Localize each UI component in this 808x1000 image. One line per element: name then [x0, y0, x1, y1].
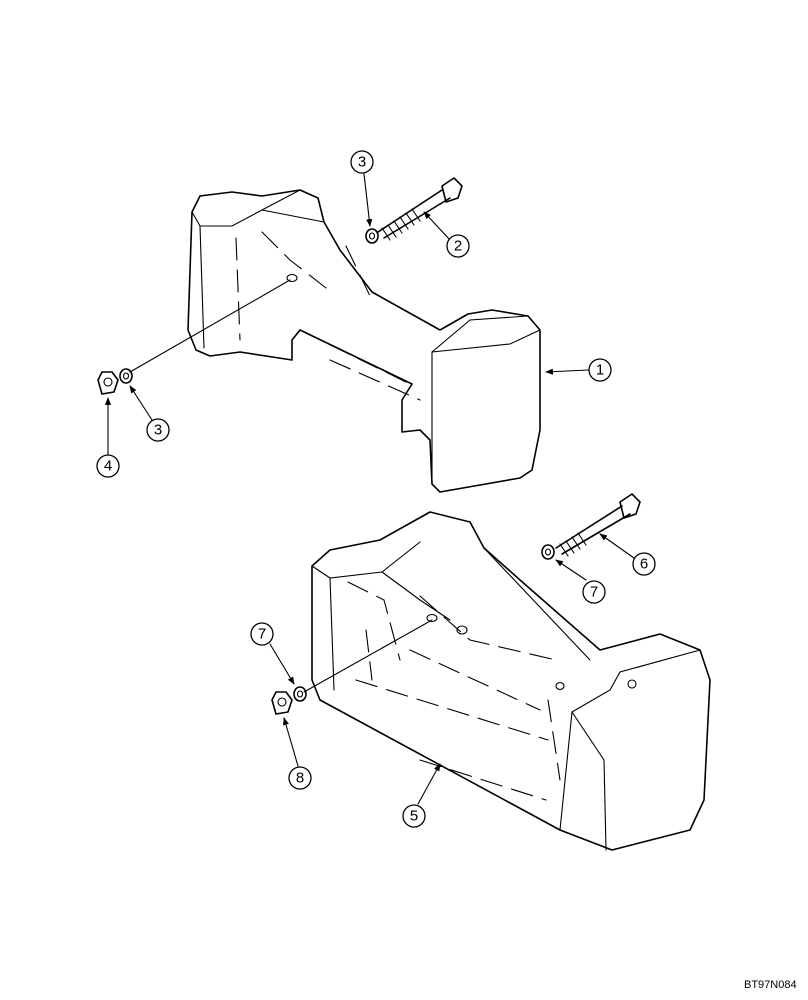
- hardware-upper: [97, 177, 463, 395]
- callout-circle-2: [446, 234, 470, 258]
- counterweight-upper: [187, 189, 541, 493]
- callout-label-7-left: 7: [258, 626, 266, 643]
- hardware-lower: [271, 493, 641, 715]
- callouts: 3 2 1 3 4 6 7 7 8 5: [96, 150, 656, 828]
- callout-label-5: 5: [410, 808, 418, 825]
- callout-circle-7-right: [582, 580, 606, 604]
- callout-circle-4: [96, 454, 120, 478]
- callout-circle-7-left: [250, 622, 274, 646]
- callout-circle-8: [288, 766, 312, 790]
- counterweight-lower: [311, 511, 711, 851]
- callout-label-2: 2: [454, 238, 462, 255]
- callout-label-6: 6: [640, 556, 648, 573]
- callout-label-3-lower: 3: [154, 422, 162, 439]
- callout-label-4: 4: [104, 458, 112, 475]
- callout-circle-6: [632, 552, 656, 576]
- callout-label-8: 8: [296, 770, 304, 787]
- callout-circle-3-lower: [146, 418, 170, 442]
- callout-label-3-top: 3: [358, 154, 366, 171]
- callout-label-1: 1: [596, 362, 604, 379]
- callout-label-7-right: 7: [590, 584, 598, 601]
- figure-code: BT97N084: [744, 979, 797, 991]
- callout-circle-5: [402, 804, 426, 828]
- callout-circle-1: [588, 358, 612, 382]
- callout-circle-3-top: [350, 150, 374, 174]
